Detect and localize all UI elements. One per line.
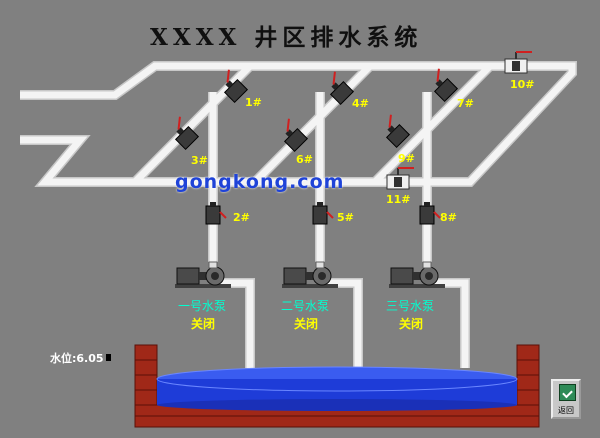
- valve-icon-4: [329, 71, 355, 106]
- valve-label-11: 11#: [386, 193, 411, 206]
- pump-icon-3: [389, 261, 445, 288]
- valve-icon-8: [419, 202, 441, 225]
- pump-name-3: 三号水泵: [386, 299, 435, 313]
- pump-icon-2: [282, 261, 338, 288]
- water-level-readout: 水位:6.05: [50, 347, 111, 366]
- pump-name-1: 一号水泵: [178, 299, 227, 313]
- valve-icon-5: [312, 202, 334, 225]
- valve-label-6: 6#: [296, 153, 313, 166]
- pump-icon-1: [175, 261, 231, 288]
- pump-status-1: 关闭: [191, 317, 216, 331]
- valve-label-2: 2#: [233, 211, 250, 224]
- pump-name-2: 二号水泵: [281, 299, 330, 313]
- valve-label-1: 1#: [245, 96, 262, 109]
- page-title: XXXX 井区排水系统: [150, 24, 423, 51]
- pump-status-3: 关闭: [399, 317, 424, 331]
- valve-label-10: 10#: [510, 78, 535, 91]
- return-button[interactable]: 返回: [551, 379, 581, 419]
- valve-icon-11: [386, 167, 414, 190]
- valve-label-4: 4#: [352, 97, 369, 110]
- valve-icon-6: [283, 118, 309, 153]
- pipes: [20, 61, 577, 368]
- return-button-label: 返回: [558, 406, 574, 415]
- water-level-label: 水位:: [50, 352, 77, 365]
- valve-icon-7: [433, 68, 459, 103]
- valve-label-7: 7#: [457, 97, 474, 110]
- valve-icon-9: [385, 114, 411, 149]
- water-tank: [134, 344, 540, 428]
- valve-label-5: 5#: [337, 211, 354, 224]
- valve-icon-3: [174, 116, 200, 151]
- water-level-value: 6.05: [76, 352, 104, 365]
- valve-label-3: 3#: [191, 154, 208, 167]
- valve-label-8: 8#: [440, 211, 457, 224]
- valve-icon-2: [205, 202, 227, 225]
- watermark-text: gongkong.com: [175, 171, 345, 193]
- level-indicator-icon: [105, 354, 111, 361]
- valve-label-9: 9#: [398, 152, 415, 165]
- return-icon: [559, 384, 576, 401]
- valve-icon-1: [223, 69, 249, 104]
- pump-status-2: 关闭: [294, 317, 319, 331]
- valve-icon-10: [504, 51, 532, 74]
